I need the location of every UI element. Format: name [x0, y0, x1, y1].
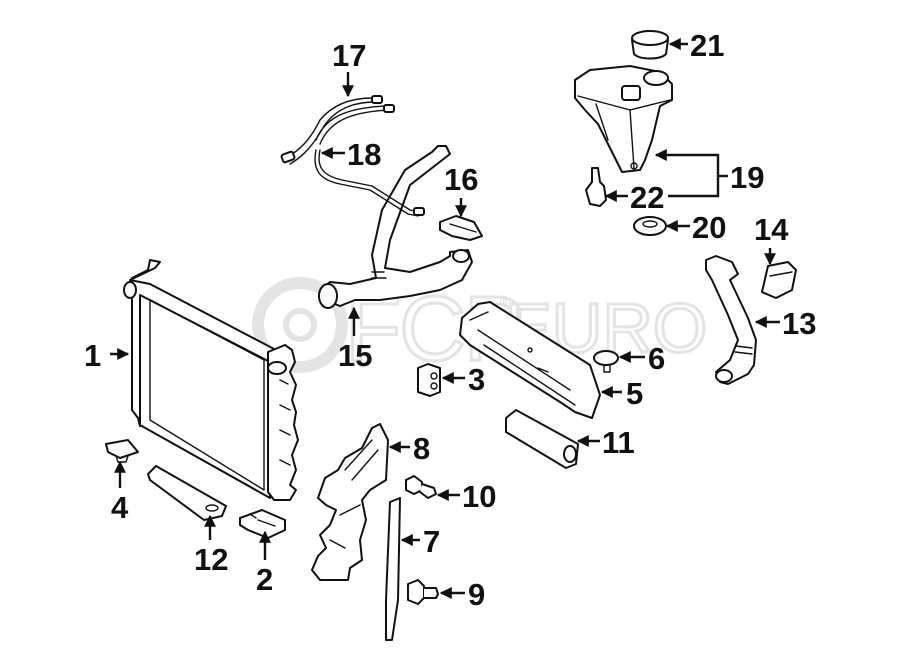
part-lower-hose[interactable]	[705, 255, 757, 385]
part-mount-bushing[interactable]	[417, 363, 441, 397]
watermark-logo-icon	[252, 277, 348, 373]
part-hose-clamp-upper[interactable]	[439, 215, 483, 241]
part-tank-grommet[interactable]	[633, 216, 667, 236]
callout-14[interactable]: 14	[754, 212, 789, 247]
watermark-registered: ®	[500, 294, 510, 309]
part-lower-radiator-mount[interactable]	[239, 509, 286, 539]
callout-2[interactable]: 2	[256, 562, 273, 597]
callout-labels: 1 2 3 4 5 6 7 8 9 10 11 12 13 14 15 16 1…	[84, 28, 816, 612]
part-side-mount-pad[interactable]	[105, 439, 139, 463]
callout-6[interactable]: 6	[648, 341, 665, 376]
part-upper-hose[interactable]	[318, 145, 473, 309]
part-bleed-hose[interactable]	[314, 149, 425, 217]
callout-20[interactable]: 20	[692, 210, 726, 245]
part-push-clip[interactable]	[593, 350, 619, 373]
callout-9[interactable]: 9	[468, 577, 485, 612]
callout-1[interactable]: 1	[84, 338, 101, 373]
callout-18[interactable]: 18	[347, 137, 381, 172]
callout-13[interactable]: 13	[782, 306, 816, 341]
part-upper-air-duct[interactable]	[459, 301, 601, 419]
callout-19[interactable]: 19	[730, 160, 764, 195]
leader-lines	[110, 38, 780, 599]
callout-12[interactable]: 12	[194, 542, 228, 577]
callout-16[interactable]: 16	[444, 162, 478, 197]
callout-10[interactable]: 10	[462, 479, 496, 514]
part-lower-seal[interactable]	[147, 465, 227, 521]
watermark-logo-core-icon	[283, 308, 317, 342]
part-hose-clamp-lower[interactable]	[761, 261, 797, 299]
callout-4[interactable]: 4	[111, 490, 129, 525]
part-side-seal-strip[interactable]	[385, 497, 401, 641]
callout-8[interactable]: 8	[413, 431, 430, 466]
part-oil-cooler-lines[interactable]	[280, 95, 395, 165]
part-tank-cap[interactable]	[631, 30, 669, 60]
part-push-rivet[interactable]	[407, 579, 439, 605]
callout-7[interactable]: 7	[423, 524, 440, 559]
callout-15[interactable]: 15	[338, 338, 372, 373]
part-expansion-tank[interactable]	[574, 65, 673, 173]
callout-21[interactable]: 21	[690, 28, 724, 63]
callout-3[interactable]: 3	[468, 362, 485, 397]
part-foam-seal[interactable]	[505, 409, 579, 469]
part-side-air-deflector[interactable]	[311, 423, 389, 581]
part-level-sensor[interactable]	[585, 167, 607, 207]
callout-17[interactable]: 17	[332, 38, 366, 73]
part-bolt[interactable]	[405, 475, 437, 499]
callout-5[interactable]: 5	[626, 376, 643, 411]
part-radiator[interactable]	[123, 259, 299, 501]
callout-11[interactable]: 11	[602, 425, 635, 460]
callout-22[interactable]: 22	[630, 180, 664, 215]
